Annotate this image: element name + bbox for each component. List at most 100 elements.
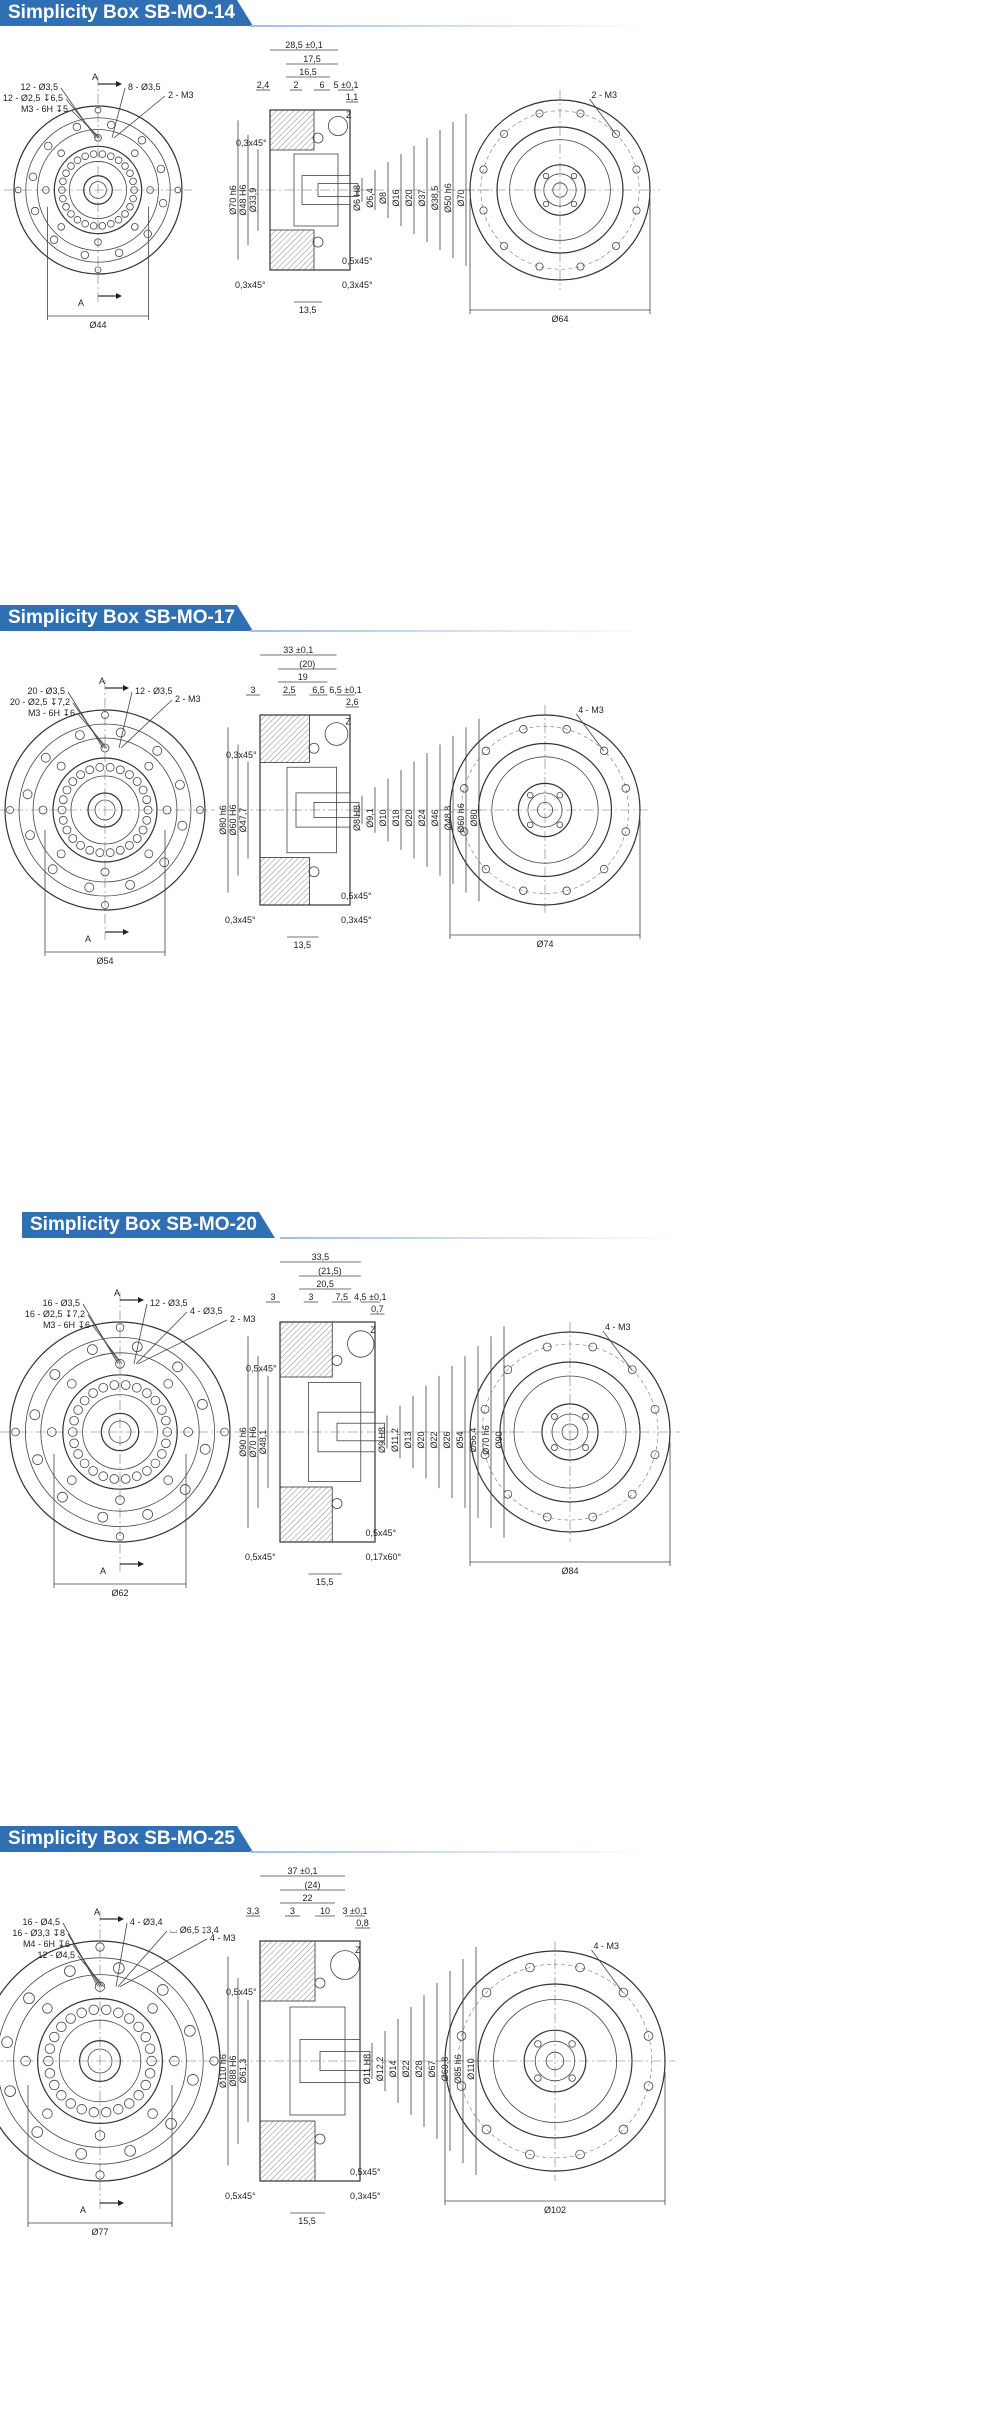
- bore: [545, 2051, 565, 2071]
- ring: [477, 742, 613, 878]
- dimension-label: 15,5: [298, 2216, 316, 2226]
- mounting-hole: [562, 725, 571, 734]
- input-hub: [301, 175, 351, 205]
- mounting-hole: [163, 1475, 174, 1486]
- hub-hole: [542, 172, 550, 180]
- roller: [142, 1388, 152, 1398]
- dimension-label: Ø11 H8: [362, 2054, 372, 2084]
- rim-hole: [196, 806, 204, 814]
- mounting-hole: [57, 1491, 68, 1503]
- dimension-label: 20,5: [316, 1279, 334, 1289]
- bore: [89, 181, 107, 199]
- mounting-hole: [503, 1365, 513, 1375]
- dimension-label: 3,3: [247, 1906, 260, 1916]
- wave-generator: [286, 766, 337, 854]
- banner-line: [280, 1237, 680, 1239]
- dimension-label: Ø24: [417, 809, 427, 826]
- callout-label: M3 - 6H ↧5: [21, 104, 68, 114]
- dimension-label: 13,5: [294, 940, 312, 950]
- hub-hole: [551, 1413, 558, 1420]
- dimension-label: 3: [290, 1906, 295, 1916]
- roller: [62, 203, 70, 211]
- hub: [517, 782, 573, 838]
- outer-rim: [4, 709, 206, 911]
- callout-label: 16 - Ø2,5 ↧7,2: [25, 1309, 85, 1319]
- roller: [73, 1449, 83, 1459]
- mounting-hole: [481, 746, 491, 756]
- bearing-inner-ring: [58, 2019, 142, 2103]
- arrow-a-icon: [138, 1561, 144, 1567]
- roller: [57, 805, 67, 815]
- roller: [67, 1427, 78, 1437]
- input-hub: [317, 1411, 376, 1453]
- callout-label: ⌴ Ø6,5 ↧3,4: [170, 1925, 219, 1935]
- dimension-label: Ø9 H8: [377, 1427, 387, 1453]
- roller: [79, 1458, 90, 1469]
- mounting-hole: [152, 745, 163, 756]
- hub: [78, 2040, 121, 2083]
- callout-label: 12 - Ø3,5: [150, 1298, 188, 1308]
- bearing-ball: [314, 2133, 326, 2145]
- section-hatch: [259, 2120, 316, 2182]
- roller: [58, 795, 68, 805]
- hub-hole: [556, 821, 564, 829]
- chamfer-label: 0,5x45°: [350, 2167, 381, 2177]
- roller: [44, 2043, 56, 2054]
- banner-line: [250, 630, 650, 632]
- banner-line: [250, 25, 650, 27]
- hub-hole: [551, 1444, 558, 1451]
- section-hatch: [259, 714, 310, 763]
- leader-line: [60, 87, 97, 139]
- hub-hole: [570, 172, 578, 180]
- roller: [65, 2098, 76, 2109]
- dimension-label: 1,1: [346, 92, 359, 102]
- dimension-label: 4,5 ±0,1: [354, 1292, 386, 1302]
- arrow-a-icon: [123, 929, 129, 935]
- dimension-label: Ø48,8: [443, 806, 453, 831]
- mounting-hole: [187, 2074, 199, 2086]
- callout-label: 4 - Ø3,5: [190, 1306, 223, 1316]
- mounting-hole: [503, 1489, 513, 1499]
- roller: [81, 220, 89, 228]
- section-hatch: [259, 1940, 316, 2002]
- mounting-hole: [25, 830, 36, 841]
- roller: [76, 2104, 87, 2115]
- mounting-hole: [137, 136, 147, 145]
- dimension-label: Ø48,1: [258, 1430, 268, 1455]
- roller: [73, 215, 82, 224]
- bearing-ball: [331, 1355, 343, 1366]
- callout-label: 4 - M3: [605, 1322, 631, 1332]
- dimension-label: 3: [308, 1292, 313, 1302]
- roller: [131, 1382, 142, 1393]
- mounting-hole: [124, 2145, 136, 2157]
- rim-hole: [101, 901, 109, 909]
- roller: [157, 1449, 167, 1459]
- mounting-hole: [197, 1399, 208, 1410]
- wave-generator: [289, 2006, 346, 2116]
- roller: [68, 834, 78, 843]
- bearing-ring: [62, 1374, 178, 1490]
- roller: [121, 162, 129, 170]
- diameter-label: Ø44: [89, 320, 106, 330]
- hub: [541, 1403, 599, 1461]
- dimension-label: Ø70: [456, 189, 466, 206]
- bore: [94, 799, 116, 821]
- roller: [121, 210, 129, 218]
- section-hatch: [259, 857, 310, 906]
- mounting-hole: [87, 1344, 98, 1355]
- mounting-hole: [199, 1443, 211, 1455]
- dimension-label: Ø20: [404, 809, 414, 826]
- detail-z-circle: [327, 116, 348, 137]
- callout-label: 20 - Ø2,5 ↧7,2: [10, 697, 70, 707]
- mounting-hole: [650, 1404, 660, 1414]
- mounting-hole: [599, 746, 609, 756]
- hub-inner: [534, 2040, 576, 2082]
- leader-line: [115, 1922, 128, 1987]
- mounting-hole: [612, 129, 621, 138]
- mounting-hole: [32, 1454, 43, 1465]
- callout-label: 12 - Ø4,5: [37, 1950, 75, 1960]
- roller: [142, 815, 152, 825]
- mounting-hole: [499, 242, 508, 251]
- mounting-hole: [525, 1962, 535, 1973]
- ring: [509, 139, 611, 241]
